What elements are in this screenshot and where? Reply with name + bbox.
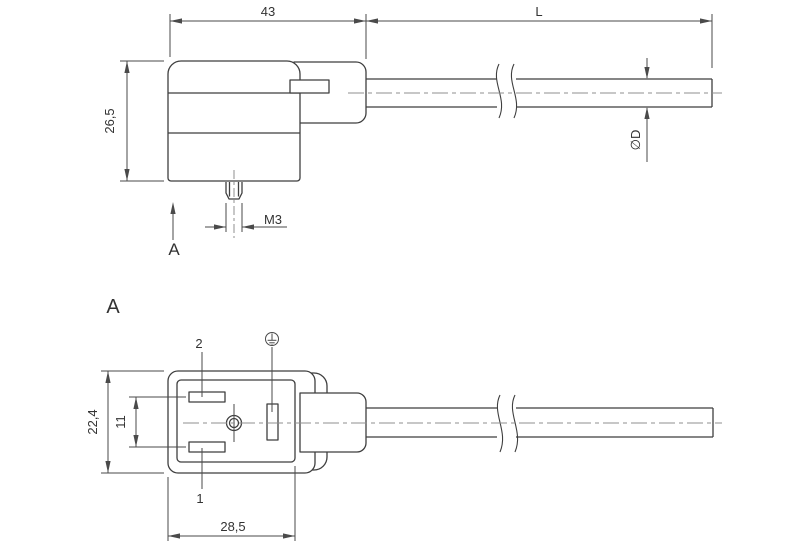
- dim-L-label: L: [535, 4, 542, 19]
- view-arrow-label: A: [168, 240, 180, 259]
- dim-11: 11: [113, 396, 186, 448]
- dim-26-5: 26,5: [102, 60, 164, 182]
- face-view-label: A: [106, 296, 120, 318]
- connector-body-side: [167, 60, 301, 182]
- break-line-icon: [495, 63, 503, 119]
- face-view: A: [85, 296, 722, 541]
- dim-M3: M3: [205, 203, 287, 232]
- side-slot: [289, 79, 330, 94]
- dim-11-label: 11: [113, 415, 128, 429]
- view-direction-arrow: A: [168, 202, 180, 259]
- dim-43-label: 43: [261, 4, 275, 19]
- view-arrow-icon: [170, 202, 176, 214]
- cable-face: [366, 394, 714, 453]
- pin-slot-2: [188, 391, 226, 403]
- side-view: 43 L 26,5 M3: [102, 4, 722, 259]
- dim-26-5-label: 26,5: [102, 108, 117, 133]
- dim-22-4: 22,4: [85, 370, 164, 474]
- dim-L: L: [366, 4, 713, 68]
- dim-28-5-label: 28,5: [220, 519, 245, 534]
- cable-side: [348, 63, 722, 119]
- dim-28-5: 28,5: [167, 466, 296, 541]
- break-line-icon: [496, 394, 504, 453]
- break-line-icon: [511, 394, 519, 453]
- cable-gland-side: [293, 61, 367, 124]
- pin-slot-1: [188, 441, 226, 453]
- pin-2-label: 2: [195, 336, 202, 351]
- pin-2-callout: 2: [195, 336, 203, 397]
- break-line-icon: [510, 63, 518, 119]
- dim-diameter-D: ∅D: [628, 58, 650, 162]
- pin-1-callout: 1: [196, 448, 204, 506]
- dim-43: 43: [169, 4, 367, 59]
- dim-M3-label: M3: [264, 212, 282, 227]
- pin-1-label: 1: [196, 491, 203, 506]
- protective-earth-icon: [265, 332, 279, 412]
- dim-22-4-label: 22,4: [85, 409, 100, 434]
- dim-diameter-label: ∅D: [628, 130, 643, 151]
